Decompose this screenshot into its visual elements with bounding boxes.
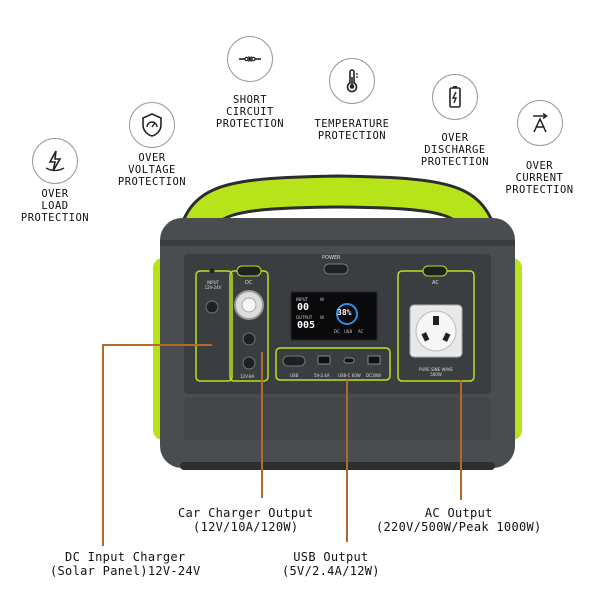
lcd-input-label: INPUT [296, 297, 308, 302]
leader-dc-vertical [102, 344, 104, 546]
lcd-usb-tag: USB [344, 329, 353, 334]
lcd-display [290, 291, 378, 341]
usb-button [282, 355, 306, 367]
leader-car-vertical [261, 352, 263, 498]
dc-rating-label: 12V-8A [240, 374, 255, 379]
power-button [323, 263, 349, 275]
dc-button [236, 265, 262, 277]
feature-label: OVER VOLTAGE PROTECTION [117, 152, 187, 188]
callout-car-charger: Car Charger Output (12V/10A/120W) [178, 506, 314, 534]
feet [180, 462, 495, 470]
leader-usb-vertical [346, 380, 348, 542]
usb-c-label: USB-C 60W [338, 373, 361, 378]
feature-temperature: TEMPERATURE PROTECTION [307, 58, 397, 142]
lcd-battery-percent: 38% [337, 308, 352, 317]
short-circuit-icon [227, 36, 273, 82]
lightning-icon [32, 138, 78, 184]
usb-a-port-2 [367, 355, 381, 365]
thermometer-icon [329, 58, 375, 104]
lcd-output-label: OUTPUT [296, 315, 313, 320]
feature-overvoltage: OVER VOLTAGE PROTECTION [112, 102, 192, 188]
usb-a-rating: 5V-2.4A [314, 373, 330, 378]
lcd-output-value: 005 [297, 320, 316, 331]
current-arrow-icon [516, 100, 563, 146]
usb-a-port-1 [317, 355, 331, 365]
lcd-ac-tag: AC [358, 329, 364, 334]
ac-button [422, 265, 448, 277]
feature-overcurrent: OVER CURRENT PROTECTION [497, 100, 582, 196]
input-port [205, 300, 219, 314]
callout-usb-output: USB Output (5V/2.4A/12W) [282, 550, 380, 578]
feature-label: SHORT CIRCUIT PROTECTION [215, 94, 285, 130]
input-label: INPUT 12V-24V [204, 280, 222, 290]
ac-label: AC [432, 280, 439, 286]
lcd-input-unit: W [320, 297, 324, 302]
car-rating-label: DC18W [366, 373, 381, 378]
callout-dc-input: DC Input Charger (Solar Panel)12V-24V [50, 550, 201, 578]
leader-dc-horizontal [102, 344, 212, 346]
feature-label: OVER DISCHARGE PROTECTION [420, 132, 490, 168]
power-label: POWER [322, 255, 341, 261]
lcd-input-value: 00 [297, 302, 310, 313]
ac-panel-label: PURE SINE WAVE 500W [419, 367, 453, 377]
feature-label: OVER CURRENT PROTECTION [505, 160, 574, 196]
dc-label: DC [245, 280, 253, 286]
feature-short-circuit: SHORT CIRCUIT PROTECTION [210, 36, 290, 130]
feature-overload: OVER LOAD PROTECTION [20, 138, 90, 224]
usb-c-port [343, 357, 355, 364]
dc-port-2 [242, 356, 256, 370]
feature-label: OVER LOAD PROTECTION [20, 188, 90, 224]
lcd-dc-tag: DC [334, 329, 340, 334]
callout-ac-output: AC Output (220V/500W/Peak 1000W) [376, 506, 542, 534]
usb-panel-frame [275, 347, 391, 381]
usb-label: USB [290, 373, 299, 378]
leader-ac-vertical [460, 380, 462, 500]
feature-overdischarge: OVER DISCHARGE PROTECTION [410, 74, 500, 168]
lcd-output-unit: W [320, 315, 324, 320]
feature-label: TEMPERATURE PROTECTION [314, 118, 390, 142]
shield-gauge-icon [129, 102, 175, 148]
dc-port-1 [242, 332, 256, 346]
battery-icon [432, 74, 478, 120]
